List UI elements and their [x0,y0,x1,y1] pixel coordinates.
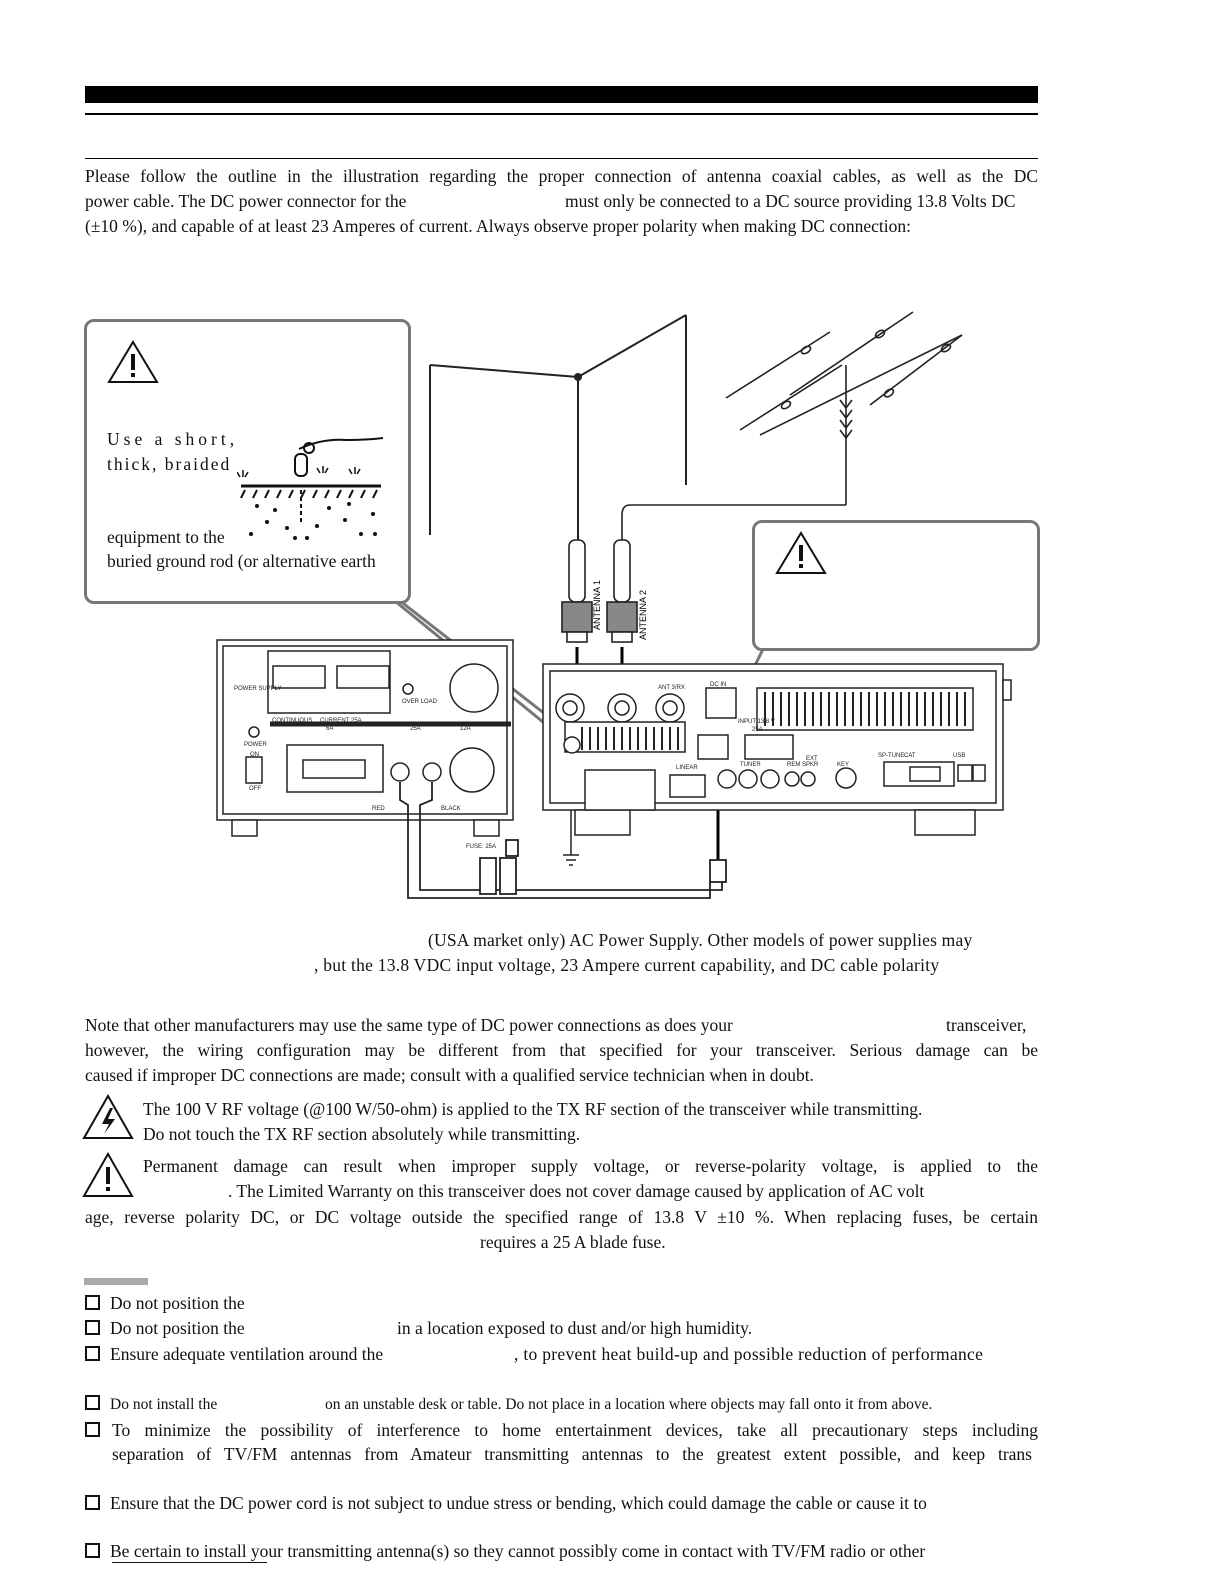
bullet-3: Ensure adequate ventilation around the [85,1342,383,1367]
bullet-5-line-1: To minimize the possibility of interfere… [112,1420,1038,1440]
linear-label: LINEAR [676,765,698,771]
supply-caption-line-1: (USA market only) AC Power Supply. Other… [428,930,973,950]
warning1-line-2: Do not touch the TX RF section absolutel… [143,1124,581,1144]
ground-callout-line-2: thick, braided [107,454,232,474]
intro-line-1: Please follow the outline in the illustr… [85,166,1038,186]
bullet-4: Do not install the [85,1392,217,1417]
tuner-label: TUNER [740,762,761,768]
checkbox-icon [85,1543,100,1558]
bullet-7: Be certain to install your transmitting … [85,1539,925,1564]
bullet-4-text-b: on an unstable desk or table. Do not pla… [325,1396,933,1413]
bullet-6: Ensure that the DC power cord is not sub… [85,1491,927,1516]
note-line-2: however, the wiring configuration may be… [85,1040,1038,1060]
intro-line-2b: must only be connected to a DC source pr… [565,191,1016,211]
header-rule [85,113,1038,115]
bullet-1-text: Do not position the [110,1293,245,1313]
warning-icon [82,1152,134,1197]
checkbox-icon [85,1320,100,1335]
ps-black-label: BLACK [441,806,461,812]
fuse-label: FUSE: 25A [466,844,496,850]
bullet-2: Do not position the [85,1316,245,1341]
checkbox-icon [85,1395,100,1410]
bullet-4-text-a: Do not install the [110,1396,218,1413]
ps-power-label: POWER [244,742,267,748]
dc-cable [399,782,727,899]
yagi-antenna [621,311,963,540]
high-voltage-warning-icon [82,1094,134,1139]
checkbox-icon [85,1422,100,1437]
coax-plugs [561,539,638,643]
ps-6a-label: 6A [326,726,333,732]
power-supply [216,639,514,837]
section-marker [84,1278,148,1285]
ground-callout-line-3: equipment to the [107,527,225,547]
checkbox-icon [85,1346,100,1361]
cat-label: CAT [904,753,916,759]
ant3-rx-label: ANT 3/RX [658,685,685,691]
ps-on-label: ON [250,752,259,758]
note-line-3: caused if improper DC connections are ma… [85,1065,814,1085]
ground-callout-line-4: buried ground rod (or alternative earth [107,551,376,571]
bullet-7-text: Be certain to install your transmitting … [110,1541,926,1561]
warning-icon [107,340,159,383]
bullet-3-text-a: Ensure adequate ventilation around the [110,1344,384,1364]
ground-rod-illustration [237,437,384,540]
ptune-label: SP-TUNE [878,753,904,759]
section-rule [85,158,1038,159]
supply-caption-line-2: , but the 13.8 VDC input voltage, 23 Amp… [314,955,940,975]
ext-label: EXT [806,756,818,762]
dc-in-label: DC IN [710,682,726,688]
antenna-1-label: ANTENNA 1 [592,580,602,630]
ps-off-label: OFF [249,786,261,792]
bullet-1: Do not position the [85,1291,245,1316]
warning2-line-1: Permanent damage can result when imprope… [143,1156,1038,1176]
input-label: INPUT 13.8 V [738,719,775,725]
intro-line-2a: power cable. The DC power connector for … [85,191,407,211]
ps-current-label: CURRENT 25A [320,718,362,724]
key-label: KEY [837,762,849,768]
ps-power-supply-label: POWER SUPPLY [234,686,282,692]
checkbox-icon [85,1495,100,1510]
bullet-3-text-b: , to prevent heat build-up and possible … [514,1344,984,1364]
warning-icon [775,531,827,574]
ground-callout: Use a short, thick, braided equipment to… [84,319,411,604]
usb-label: USB [953,753,965,759]
underline [112,1562,267,1563]
note-line-1b: transceiver, [946,1015,1027,1035]
ps-red-label: RED [372,806,385,812]
antenna-2-label: ANTENNA 2 [638,590,648,640]
bullet-5 [85,1418,110,1443]
bullet-6-text: Ensure that the DC power cord is not sub… [110,1493,927,1513]
vent-slots [581,692,966,750]
intro-line-3: (±10 %), and capable of at least 23 Ampe… [85,216,912,236]
spkr-label: SPKR [802,762,819,768]
dipole-antenna [429,314,687,540]
ps-25a-label: 25A [410,726,421,732]
warning2-line-4: requires a 25 A blade fuse. [480,1232,666,1252]
note-line-1a: Note that other manufacturers may use th… [85,1015,733,1035]
warning1-line-1: The 100 V RF voltage (@100 W/50-ohm) is … [143,1099,923,1119]
ground-callout-line-1: Use a short, [107,429,239,449]
bullet-2-text-b: in a location exposed to dust and/or hig… [397,1318,753,1338]
bullet-2-text-a: Do not position the [110,1318,245,1338]
transceiver-rear-panel [542,663,1012,836]
ps-over-load-label: OVER LOAD [402,699,438,705]
bullet-5-line-2: separation of TV/FM antennas from Amateu… [112,1444,1032,1464]
warning2-line-3: age, reverse polarity DC, or DC voltage … [85,1207,1038,1227]
ps-continuous-label: CONTINUOUS [272,718,312,724]
ps-12a-label: 12A [460,726,471,732]
header-bar [85,86,1038,103]
warning2-line-2: . The Limited Warranty on this transceiv… [228,1181,925,1201]
input-amp-label: 25A [752,727,763,733]
dc-callout [752,520,1040,651]
connection-diagram: ANTENNA 1 ANTENNA 2 POWER SUPPLY [216,311,1012,899]
rem-label: REM [787,762,800,768]
checkbox-icon [85,1295,100,1310]
